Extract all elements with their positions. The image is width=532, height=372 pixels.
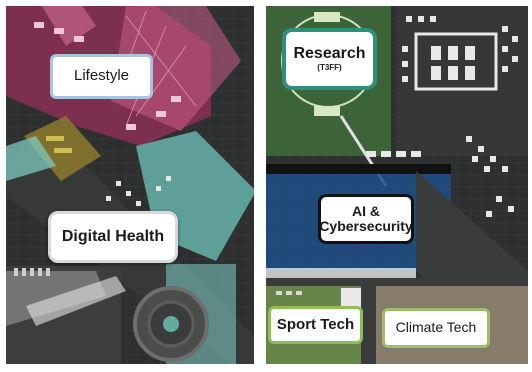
- zone-label-sport-tech[interactable]: Sport Tech: [268, 306, 363, 344]
- zone-label-ai-cybersecurity[interactable]: AI & Cybersecurity: [318, 194, 414, 244]
- zone-label-research[interactable]: Research (T3FF): [282, 28, 377, 90]
- zone-label-lifestyle[interactable]: Lifestyle: [50, 54, 153, 99]
- research-title: Research: [293, 44, 366, 62]
- left-floor-plan: Lifestyle Digital Health: [6, 6, 254, 364]
- zone-label-climate-tech[interactable]: Climate Tech: [382, 308, 490, 348]
- ai-label-line2: Cybersecurity: [319, 218, 413, 234]
- research-subtitle: (T3FF): [317, 63, 342, 73]
- zone-label-digital-health[interactable]: Digital Health: [48, 211, 178, 263]
- ai-label-line1: AI &: [352, 202, 380, 219]
- right-floor-plan: Research (T3FF) AI & Cybersecurity Sport…: [266, 6, 528, 364]
